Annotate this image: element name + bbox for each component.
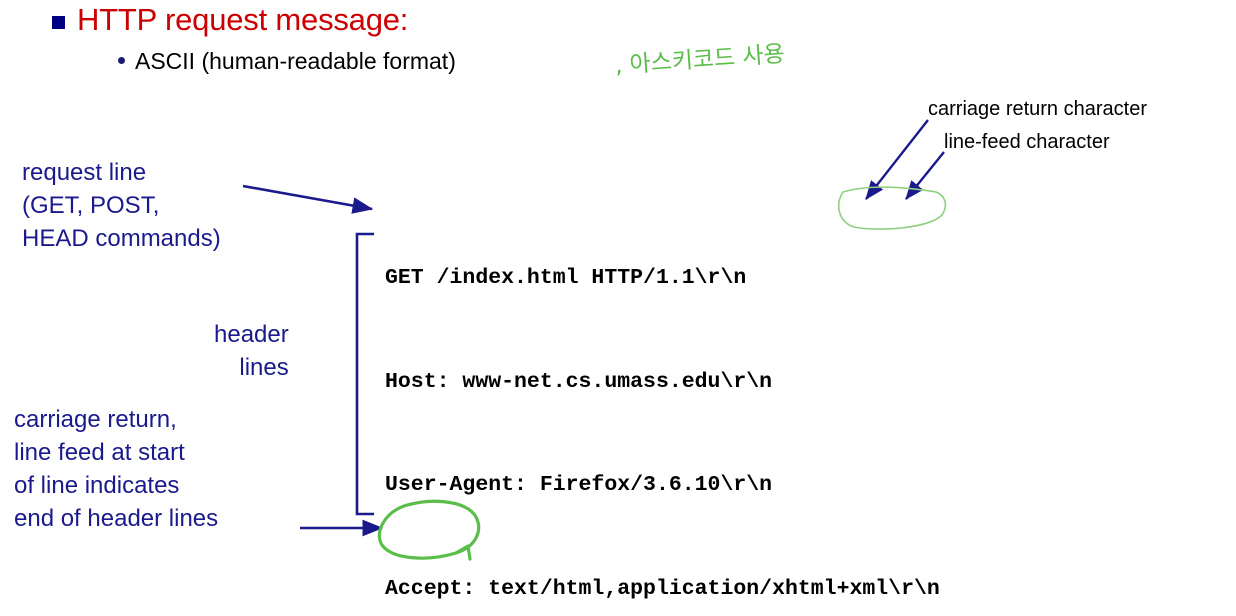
code-line: GET /index.html HTTP/1.1\r\n — [385, 266, 747, 290]
square-bullet-icon — [52, 15, 65, 29]
label-crlf-note-3: end of header lines — [14, 505, 219, 532]
label-header-lines: header lines — [214, 318, 289, 384]
label-request-line-2: HEAD commands) — [22, 225, 221, 252]
slide-subbullet-row: ASCII (human-readable format) — [118, 48, 456, 75]
arrow-carriage-return — [865, 119, 929, 200]
page-title: HTTP request message: — [77, 2, 409, 37]
label-request-line: request line (GET, POST, HEAD commands) — [22, 156, 221, 255]
label-request-line-1: (GET, POST, — [22, 192, 160, 219]
header-lines-bracket — [355, 232, 374, 516]
label-header-lines-0: header — [214, 321, 289, 348]
callout-line-feed: line-feed character — [944, 131, 1110, 153]
label-crlf-note-0: carriage return, — [14, 406, 177, 433]
slide-title-row: HTTP request message: — [52, 2, 408, 38]
code-line: Accept: text/html,application/xhtml+xml\… — [385, 576, 940, 601]
label-crlf-note: carriage return, line feed at start of l… — [14, 403, 218, 535]
code-line: User-Agent: Firefox/3.6.10\r\n — [385, 473, 773, 497]
round-bullet-icon — [118, 57, 125, 64]
http-request-code-block: GET /index.html HTTP/1.1\r\n Host: www-n… — [385, 192, 940, 616]
callout-carriage-return: carriage return character — [928, 98, 1147, 120]
code-line: Host: www-net.cs.umass.edu\r\n — [385, 369, 773, 394]
label-request-line-0: request line — [22, 159, 147, 186]
label-crlf-note-2: of line indicates — [14, 472, 180, 499]
handwritten-annotation: , 아스키코드 사용 — [614, 41, 786, 80]
arrow-request-line — [242, 184, 374, 214]
subtitle-text: ASCII (human-readable format) — [135, 48, 456, 74]
label-crlf-note-1: line feed at start — [14, 439, 185, 466]
label-header-lines-1: lines — [239, 354, 289, 381]
